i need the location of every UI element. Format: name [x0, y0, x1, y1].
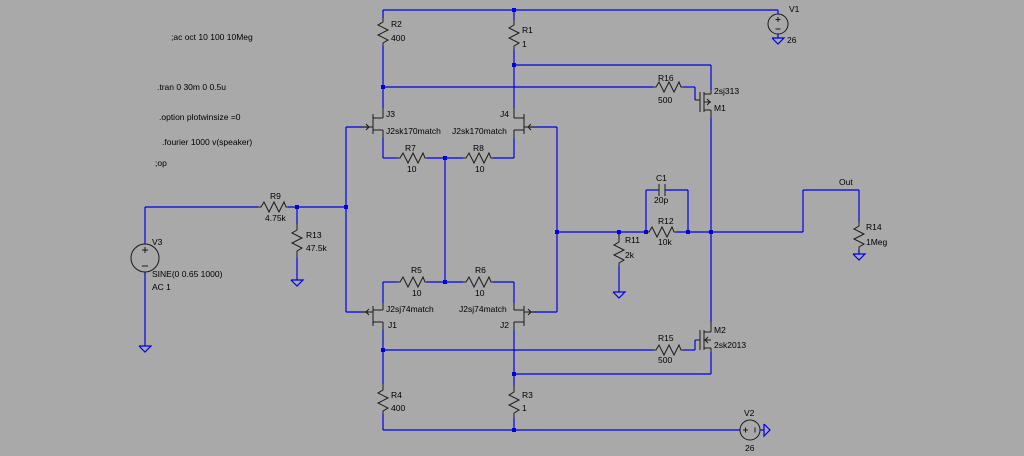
- svg-text:M1: M1: [714, 103, 726, 113]
- svg-text:V3: V3: [152, 237, 163, 247]
- svg-text:26: 26: [787, 35, 797, 45]
- voltage-source-v2[interactable]: V2 26: [739, 408, 771, 453]
- svg-text:10k: 10k: [658, 237, 672, 247]
- svg-text:2k: 2k: [625, 250, 635, 260]
- svg-text:V2: V2: [744, 408, 755, 418]
- jfet-j3[interactable]: J3 J2sk170match: [362, 108, 441, 138]
- capacitor-c1[interactable]: C1 20p: [654, 173, 668, 205]
- ground-v3: [138, 345, 153, 353]
- resistor-r12[interactable]: R12 10k: [646, 216, 676, 247]
- spice-directives[interactable]: ;ac oct 10 100 10Meg .tran 0 30m 0 0.5u …: [155, 32, 253, 168]
- resistor-r13[interactable]: R13 47.5k: [290, 224, 328, 258]
- jfet-j4[interactable]: J4 J2sk170match: [452, 108, 535, 138]
- svg-text:R5: R5: [411, 265, 422, 275]
- directive-op: ;op: [155, 158, 167, 168]
- svg-text:10: 10: [407, 164, 417, 174]
- svg-text:20p: 20p: [654, 195, 668, 205]
- resistor-r5[interactable]: R5 10: [397, 265, 427, 298]
- resistor-r11[interactable]: R11 2k: [612, 235, 640, 266]
- resistor-r1[interactable]: R1 1: [507, 20, 533, 50]
- mosfet-m1[interactable]: 2sj313 M1: [695, 86, 739, 118]
- directive-tran: .tran 0 30m 0 0.5u: [157, 82, 226, 92]
- svg-text:J2sk170match: J2sk170match: [452, 126, 507, 136]
- svg-text:J3: J3: [386, 109, 395, 119]
- voltage-source-v1[interactable]: V1 26: [767, 4, 800, 45]
- svg-text:R3: R3: [522, 390, 533, 400]
- resistor-r15[interactable]: R15 500: [653, 333, 683, 365]
- svg-text:R15: R15: [658, 333, 674, 343]
- resistor-r14[interactable]: R14 1Meg: [852, 222, 888, 250]
- svg-text:500: 500: [658, 355, 672, 365]
- resistor-r9[interactable]: R9 4.75k: [258, 191, 288, 223]
- svg-text:R6: R6: [475, 265, 486, 275]
- svg-text:26: 26: [745, 443, 755, 453]
- junction-dots: [295, 8, 713, 432]
- wires: [144, 9, 860, 431]
- svg-text:R11: R11: [625, 235, 640, 245]
- svg-text:400: 400: [391, 403, 405, 413]
- ground-r11: [612, 291, 627, 299]
- svg-text:10: 10: [475, 288, 485, 298]
- svg-text:10: 10: [412, 288, 422, 298]
- svg-text:M2: M2: [714, 325, 726, 335]
- svg-text:400: 400: [391, 33, 405, 43]
- svg-text:J4: J4: [500, 109, 509, 119]
- net-label-out: Out: [839, 177, 853, 187]
- svg-text:R12: R12: [658, 216, 674, 226]
- svg-text:R7: R7: [405, 143, 416, 153]
- svg-text:1Meg: 1Meg: [866, 237, 888, 247]
- svg-text:SINE(0 0.65 1000): SINE(0 0.65 1000): [152, 269, 223, 279]
- svg-text:J2sk170match: J2sk170match: [386, 126, 441, 136]
- resistor-r3[interactable]: R3 1: [507, 386, 533, 418]
- directive-option: .option plotwinsize =0: [159, 112, 241, 122]
- svg-text:500: 500: [658, 95, 672, 105]
- svg-text:1: 1: [522, 403, 527, 413]
- directive-ac: ;ac oct 10 100 10Meg: [171, 32, 253, 42]
- svg-text:R4: R4: [391, 390, 402, 400]
- svg-text:R9: R9: [270, 191, 281, 201]
- svg-text:J2sj74match: J2sj74match: [459, 304, 507, 314]
- resistor-r7[interactable]: R7 10: [397, 143, 427, 174]
- svg-text:47.5k: 47.5k: [306, 243, 328, 253]
- svg-text:AC 1: AC 1: [152, 282, 171, 292]
- voltage-source-v3[interactable]: V3 SINE(0 0.65 1000) AC 1: [130, 237, 223, 292]
- svg-text:C1: C1: [656, 173, 667, 183]
- jfet-j1[interactable]: J2sj74match J1: [362, 303, 434, 330]
- resistor-r4[interactable]: R4 400: [376, 384, 405, 414]
- svg-text:4.75k: 4.75k: [265, 213, 287, 223]
- resistor-r8[interactable]: R8 10: [463, 143, 493, 174]
- svg-text:R13: R13: [306, 230, 322, 240]
- svg-text:R16: R16: [658, 73, 674, 83]
- svg-text:R2: R2: [391, 19, 402, 29]
- svg-text:V1: V1: [789, 4, 800, 14]
- svg-text:R1: R1: [522, 25, 533, 35]
- svg-text:J2: J2: [500, 320, 509, 330]
- resistor-r16[interactable]: R16 500: [653, 73, 683, 105]
- ground-r14: [852, 253, 867, 261]
- svg-text:J1: J1: [388, 320, 397, 330]
- svg-text:R8: R8: [473, 143, 484, 153]
- jfet-j2[interactable]: J2sj74match J2: [459, 303, 535, 330]
- svg-text:2sj313: 2sj313: [714, 86, 739, 96]
- resistor-r2[interactable]: R2 400: [376, 18, 405, 46]
- svg-text:2sk2013: 2sk2013: [714, 340, 746, 350]
- resistor-r6[interactable]: R6 10: [463, 265, 493, 298]
- ground-r13: [290, 279, 305, 287]
- svg-text:R14: R14: [866, 222, 882, 232]
- directive-fourier: .fourier 1000 v(speaker): [162, 137, 252, 147]
- svg-text:10: 10: [475, 164, 485, 174]
- mosfet-m2[interactable]: M2 2sk2013: [695, 322, 746, 352]
- svg-text:Out: Out: [839, 177, 853, 187]
- svg-text:J2sj74match: J2sj74match: [386, 304, 434, 314]
- svg-text:1: 1: [522, 39, 527, 49]
